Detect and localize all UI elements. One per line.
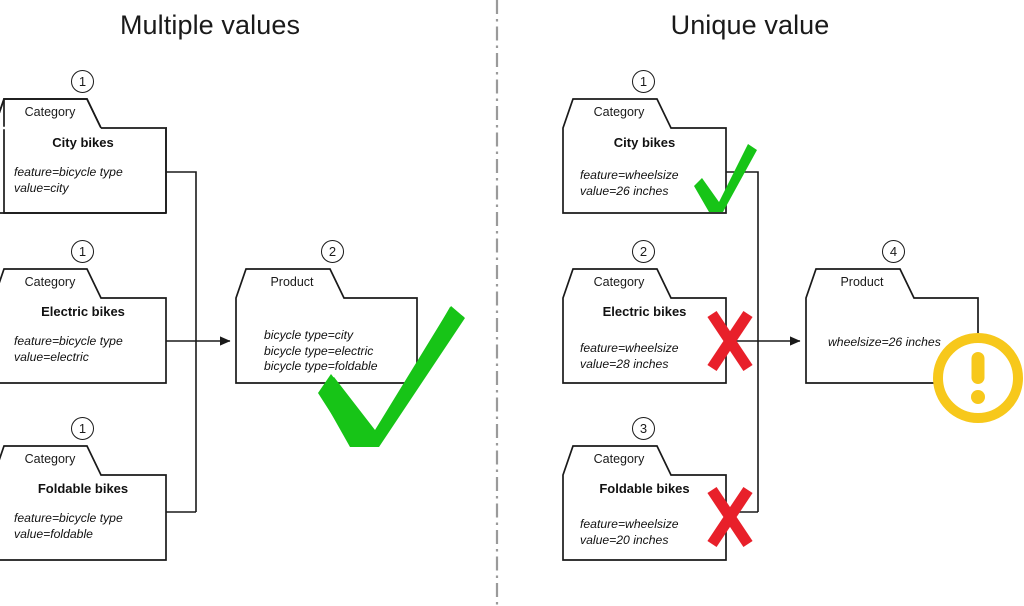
badge-left-category-1: 1	[71, 70, 94, 93]
node-body-right-product: wheelsize=26 inches	[828, 335, 941, 351]
badge-right-category-3: 3	[632, 417, 655, 440]
badge-left-category-2: 1	[71, 240, 94, 263]
node-body-left-product: bicycle type=city bicycle type=electric …	[264, 328, 377, 375]
product-node-right	[805, 268, 979, 384]
category-node-right-2	[562, 268, 727, 384]
node-body-left-category-2: feature=bicycle type value=electric	[14, 334, 123, 365]
panel-title-unique-value: Unique value	[670, 10, 830, 40]
body-line: bicycle type=foldable	[264, 359, 378, 373]
tab-label-right-category-3: Category	[593, 452, 645, 466]
body-line: feature=bicycle type	[14, 511, 123, 525]
body-line: value=26 inches	[580, 183, 669, 198]
category-node-right-3	[562, 445, 727, 561]
node-name-right-category-3: Foldable bikes	[599, 481, 690, 496]
body-line: wheelsize=26 inches	[828, 335, 941, 349]
body-line: value=electric	[14, 349, 89, 364]
badge-left-category-3: 1	[71, 417, 94, 440]
body-line: bicycle type=electric	[264, 343, 374, 358]
tab-label-left-category-1: Category	[24, 105, 76, 119]
node-name-left-category-2: Electric bikes	[41, 304, 125, 319]
category-node-left-1	[0, 98, 167, 214]
node-body-left-category-3: feature=bicycle type value=foldable	[14, 511, 123, 542]
node-body-left-category-1: feature=bicycle type value=city	[14, 165, 123, 196]
green-check-icon-right-1	[694, 144, 757, 212]
badge-left-product: 2	[321, 240, 344, 263]
body-line: feature=wheelsize	[580, 341, 679, 355]
panel-title-multiple-values: Multiple values	[119, 10, 301, 40]
red-cross-icon-right-2	[707, 310, 753, 372]
node-body-right-category-3: feature=wheelsize value=20 inches	[580, 517, 679, 548]
body-line: feature=wheelsize	[580, 517, 679, 531]
tab-label-left-category-2: Category	[24, 275, 76, 289]
tab-label-right-product: Product	[840, 275, 884, 289]
body-line: value=foldable	[14, 526, 93, 541]
body-line: feature=bicycle type	[14, 165, 123, 179]
node-name-right-category-1: City bikes	[613, 135, 676, 150]
node-body-right-category-1: feature=wheelsize value=26 inches	[580, 168, 679, 199]
category-node-right-1	[562, 98, 727, 214]
node-body-right-category-2: feature=wheelsize value=28 inches	[580, 341, 679, 372]
body-line: value=28 inches	[580, 356, 669, 371]
body-line: value=city	[14, 180, 69, 195]
category-node-left-3	[0, 445, 167, 561]
node-name-right-category-2: Electric bikes	[602, 304, 687, 319]
body-line: value=20 inches	[580, 532, 669, 547]
red-cross-icon-right-3	[707, 486, 753, 548]
warning-exclamation-icon	[933, 333, 1023, 423]
tab-label-right-category-2: Category	[593, 275, 645, 289]
body-line: bicycle type=city	[264, 328, 354, 342]
product-node-left	[235, 268, 418, 384]
tab-label-left-category-3: Category	[24, 452, 76, 466]
tab-label-right-category-1: Category	[593, 105, 645, 119]
badge-right-category-2: 2	[632, 240, 655, 263]
badge-right-product: 4	[882, 240, 905, 263]
node-name-left-category-3: Foldable bikes	[37, 481, 129, 496]
category-node-left-2	[0, 268, 167, 384]
green-check-icon-left	[318, 306, 465, 447]
body-line: feature=wheelsize	[580, 168, 679, 182]
tab-label-left-product: Product	[270, 275, 314, 289]
node-name-left-category-1: City bikes	[52, 135, 114, 150]
badge-right-category-1: 1	[632, 70, 655, 93]
body-line: feature=bicycle type	[14, 334, 123, 348]
connector-left	[166, 171, 231, 513]
